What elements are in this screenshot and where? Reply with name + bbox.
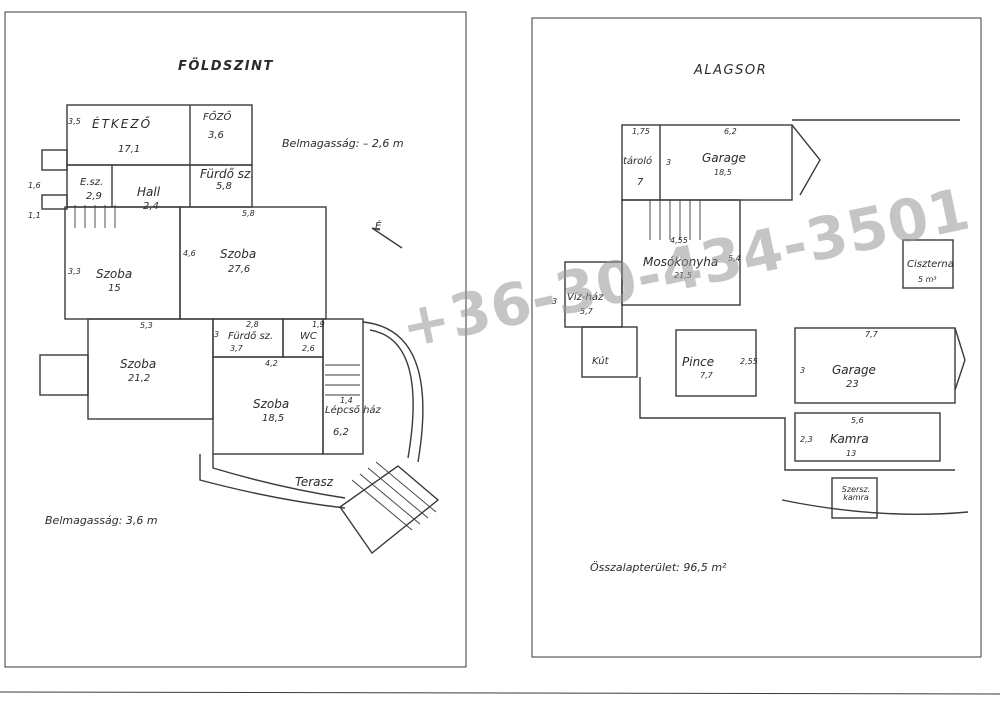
dim-d4: 5,8	[242, 209, 255, 218]
room-fozo-area: 3,6	[208, 130, 224, 141]
dim-b7: 2,55	[740, 357, 758, 366]
terrace-label: Terasz	[295, 475, 334, 489]
room-wc-name: WC	[300, 331, 317, 342]
dim-d7: 5,3	[140, 321, 153, 330]
dim-b9: 3	[800, 366, 806, 375]
dim-b4: 4,55	[670, 236, 688, 245]
room-furdo-upper-area: 5,8	[216, 181, 232, 192]
room-szoba-27-area: 27,6	[228, 264, 251, 275]
basement-stair-treads	[649, 200, 701, 240]
room-vizhaz-area: 5,7	[580, 307, 593, 316]
dim-b3: 3	[666, 158, 672, 167]
room-szoba-21-area: 21,2	[128, 373, 151, 384]
basement-title: ALAGSOR	[694, 63, 768, 78]
room-furdo-lower-area: 3,7	[230, 344, 243, 353]
room-garage-top-name: Garage	[702, 151, 746, 165]
room-hall-name: Hall	[137, 185, 161, 199]
dim-d9: 1,9	[312, 320, 325, 329]
ground-floor-stair-treads	[74, 205, 437, 531]
room-szerszkamra-name: Szersz. kamra	[841, 485, 871, 502]
dim-d12: 3	[214, 330, 220, 339]
ground-floor-walls	[39, 104, 440, 555]
room-etkezo-name: ÉTKEZŐ	[92, 117, 153, 131]
room-mosokonyha-name: Mosókonyha	[643, 255, 719, 269]
room-hall-area: 2,4	[143, 201, 159, 212]
room-vizhaz-name: Víz-ház	[567, 292, 604, 303]
room-kamra-name: Kamra	[830, 432, 869, 446]
room-fozo-name: FŐZŐ	[203, 112, 232, 123]
basement-walls	[564, 119, 969, 519]
dim-b1: 1,75	[632, 127, 650, 136]
dim-b8: 7,7	[865, 330, 878, 339]
dim-d8: 2,8	[246, 320, 259, 329]
room-etkezo-area: 17,1	[118, 144, 141, 155]
room-tarolo-name: tároló	[623, 156, 653, 167]
ceiling-height-top: Belmagasság: – 2,6 m	[282, 137, 404, 150]
ceiling-height-bottom: Belmagasság: 3,6 m	[45, 514, 158, 527]
ground-floor-title: FÖLDSZINT	[178, 59, 274, 74]
dim-d11: 1,4	[340, 396, 353, 405]
ground-floor-sheet-border	[4, 11, 467, 668]
room-szoba-27-name: Szoba	[220, 247, 257, 261]
dim-d3: 1,1	[28, 211, 41, 220]
basement-sheet-border	[531, 17, 982, 658]
room-furdo-upper-name: Fürdő sz.	[200, 167, 255, 181]
dim-b2: 6,2	[724, 127, 737, 136]
room-wc-area: 2,6	[302, 344, 315, 353]
dim-b11: 2,3	[800, 435, 813, 444]
room-garage-top-area: 18,5	[714, 168, 732, 177]
dim-d5: 4,6	[183, 249, 196, 258]
north-marker: É	[375, 221, 382, 232]
dim-d1: 3,5	[68, 117, 81, 126]
room-szoba-18-area: 18,5	[262, 413, 285, 424]
basement-total-area: Összalapterület: 96,5 m²	[590, 561, 727, 574]
room-cisterna-name: Ciszterna	[907, 259, 954, 270]
room-szoba-15-area: 15	[108, 283, 121, 294]
room-eloszoba-area: 2,9	[86, 191, 102, 202]
room-kut-name: Kút	[592, 356, 609, 367]
dim-b6: 3	[552, 297, 558, 306]
room-cisterna-area: 5 m³	[918, 275, 937, 284]
dim-b10: 5,6	[851, 416, 864, 425]
room-szoba-21-name: Szoba	[120, 357, 157, 371]
room-pince-name: Pince	[682, 355, 715, 369]
dim-d2: 1,6	[28, 181, 41, 190]
dim-d10: 4,2	[265, 359, 278, 368]
dim-b5: 5,4	[728, 254, 741, 263]
dim-d6: 3,3	[68, 267, 81, 276]
room-kamra-area: 13	[846, 449, 857, 458]
room-mosokonyha-area: 21,5	[674, 271, 692, 280]
room-eloszoba-name: E.sz.	[80, 177, 104, 188]
room-szoba-18-name: Szoba	[253, 397, 290, 411]
room-pince-area: 7,7	[700, 371, 713, 380]
room-garage-bottom-name: Garage	[832, 363, 876, 377]
room-lepcsohaz-name: Lépcső ház	[325, 405, 381, 416]
room-garage-bottom-area: 23	[846, 379, 859, 390]
room-tarolo-area: 7	[637, 177, 644, 188]
page-bottom-line	[0, 691, 1000, 695]
room-furdo-lower-name: Fürdő sz.	[228, 331, 274, 342]
room-lepcsohaz-area: 6,2	[333, 427, 349, 438]
room-szoba-15-name: Szoba	[96, 267, 133, 281]
